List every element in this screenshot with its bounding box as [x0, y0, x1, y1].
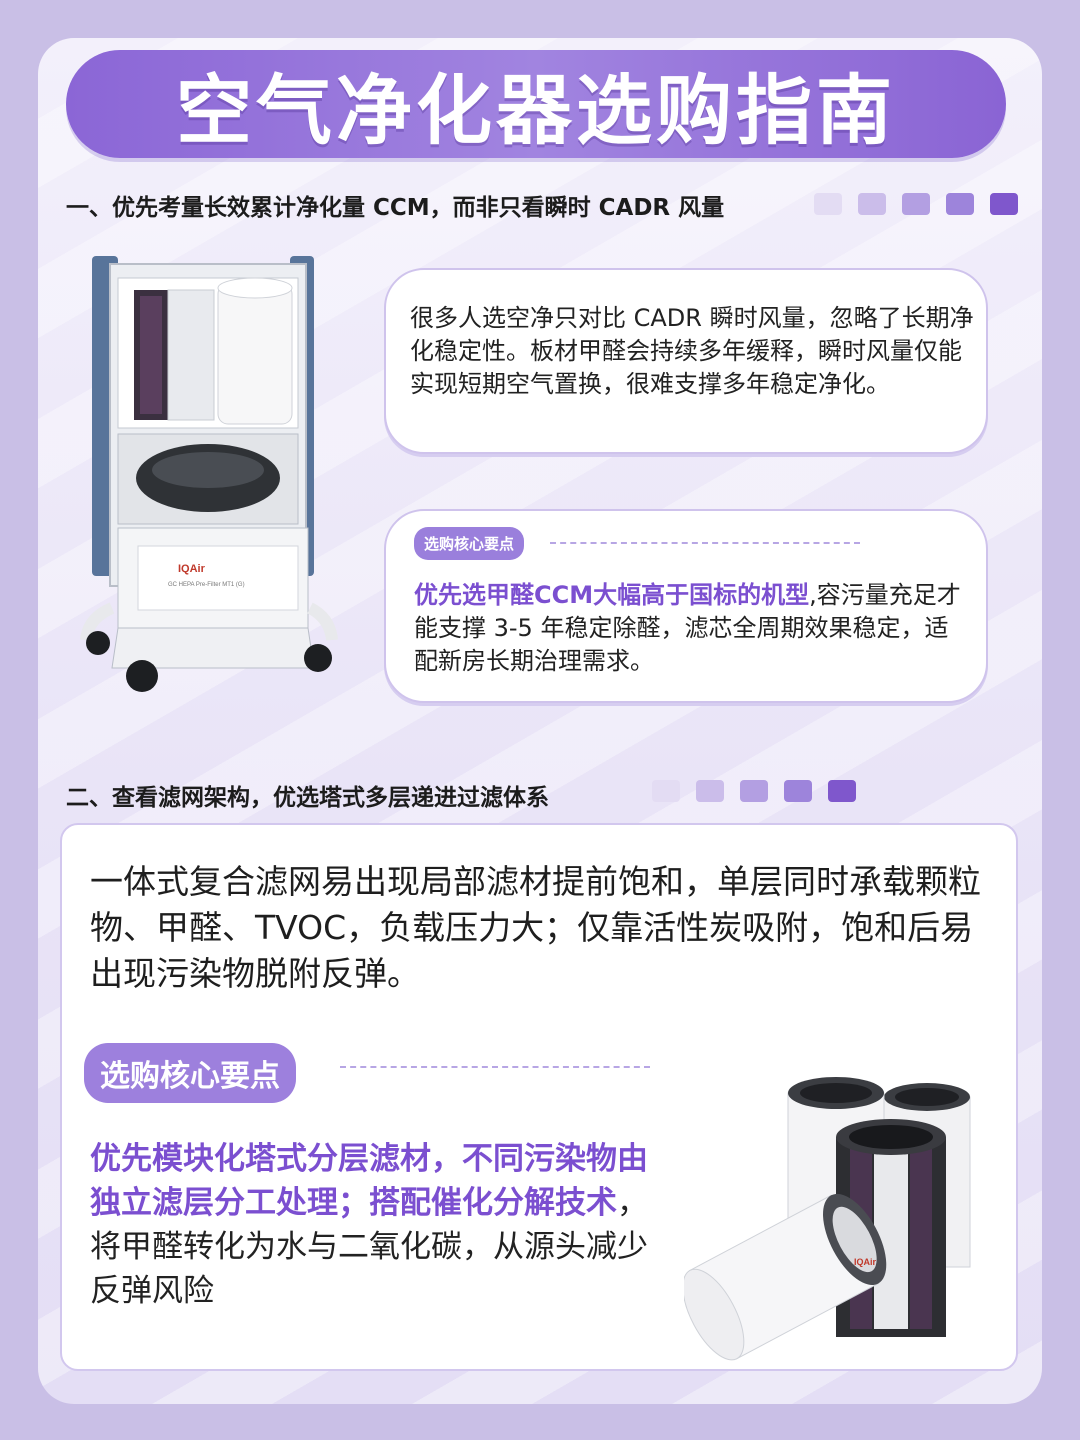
square-1	[814, 193, 842, 215]
section2-key-highlight: 优先模块化塔式分层滤材，不同污染物由独立滤层分工处理；搭配催化分解技术	[90, 1141, 648, 1221]
square-3	[902, 193, 930, 215]
purifier-brand-label: IQAir	[178, 563, 206, 575]
section1-key-rest: ,容污量充足才能支撑 3-5 年稳定除醛，滤芯全周期效果稳定，适配新房长期治理需…	[414, 581, 961, 675]
section2-key-text: 优先模块化塔式分层滤材，不同污染物由独立滤层分工处理；搭配催化分解技术，将甲醛转…	[90, 1137, 670, 1313]
square-5	[990, 193, 1018, 215]
section1-key-highlight: 优先选甲醛CCM大幅高于国标的机型	[414, 581, 810, 609]
filter-brand-label: IQAir	[854, 1257, 877, 1267]
section1-description-bubble: 很多人选空净只对比 CADR 瞬时风量，忽略了长期净化稳定性。板材甲醛会持续多年…	[384, 268, 988, 454]
title-banner: 空气净化器选购指南	[66, 50, 1006, 158]
section1-key-bubble: 选购核心要点 优先选甲醛CCM大幅高于国标的机型,容污量充足才能支撑 3-5 年…	[384, 509, 988, 703]
section2-square-decoration	[652, 780, 856, 802]
square-1	[652, 780, 680, 802]
section1-square-decoration	[814, 193, 1018, 215]
filter-cylinders-image: IQAir	[684, 1077, 971, 1361]
square-2	[696, 780, 724, 802]
section2-key-rest: ，将甲醛转化为水与二氧化碳，从源头减少反弹风险	[90, 1185, 648, 1309]
section2-panel: 一体式复合滤网易出现局部滤材提前饱和，单层同时承载颗粒物、甲醛、TVOC，负载压…	[60, 823, 1018, 1371]
purifier-cutaway-image: IQAir GC HEPA Pre-Filter MT1 (G)	[80, 256, 338, 692]
page-title: 空气净化器选购指南	[176, 66, 896, 155]
square-3	[740, 780, 768, 802]
section2-key-tag: 选购核心要点	[84, 1043, 296, 1103]
square-4	[946, 193, 974, 215]
purifier-filter-label: GC HEPA Pre-Filter MT1 (G)	[168, 582, 245, 588]
square-5	[828, 780, 856, 802]
square-2	[858, 193, 886, 215]
section2-dash-divider	[340, 1066, 650, 1068]
section1-key-text: 优先选甲醛CCM大幅高于国标的机型,容污量充足才能支撑 3-5 年稳定除醛，滤芯…	[414, 579, 966, 678]
square-4	[784, 780, 812, 802]
section1-description: 很多人选空净只对比 CADR 瞬时风量，忽略了长期净化稳定性。板材甲醛会持续多年…	[410, 304, 974, 398]
section1-dash-divider	[550, 542, 860, 544]
section1-key-tag: 选购核心要点	[414, 527, 525, 560]
section1-heading: 一、优先考量长效累计净化量 CCM，而非只看瞬时 CADR 风量	[66, 195, 725, 221]
section2-heading: 二、查看滤网架构，优选塔式多层递进过滤体系	[66, 785, 549, 811]
section2-description: 一体式复合滤网易出现局部滤材提前饱和，单层同时承载颗粒物、甲醛、TVOC，负载压…	[90, 862, 981, 993]
